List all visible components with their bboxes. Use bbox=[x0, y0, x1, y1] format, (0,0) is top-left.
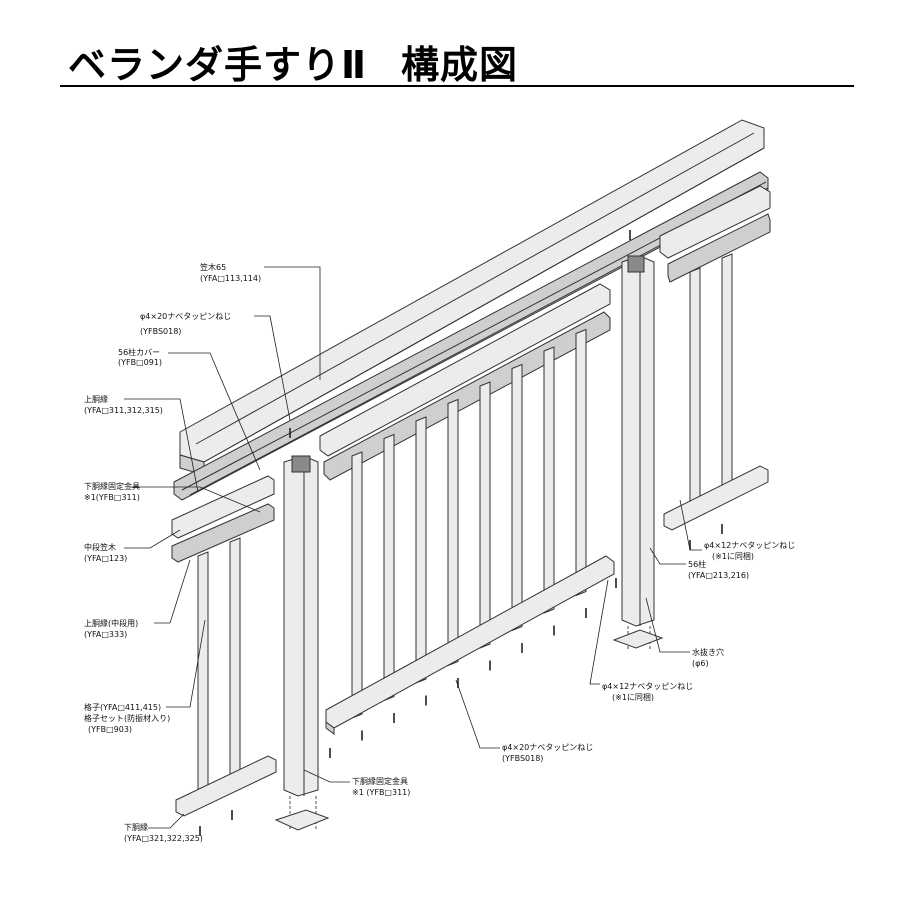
left-lattice-bars bbox=[197, 537, 241, 795]
title-main: ベランダ手すりⅡ bbox=[68, 43, 368, 87]
label-lattice-code: (YFB□903) bbox=[88, 725, 132, 734]
label-screw-bottom-code: (YFBS018) bbox=[502, 754, 543, 763]
label-bracket-top-code: ※1(YFB□311) bbox=[84, 493, 140, 502]
label-post-cover-name: 56柱カバー bbox=[118, 347, 160, 357]
label-bracket-bottom-code: ※1 (YFB□311) bbox=[352, 788, 410, 797]
label-screw-4x12-lower-name: φ4×12ナベタッピンねじ bbox=[602, 682, 693, 691]
lattice-bar bbox=[543, 346, 555, 614]
label-screw-4x12-upper-name: φ4×12ナベタッピンねじ bbox=[704, 541, 795, 550]
right-post bbox=[612, 255, 664, 650]
leader-lines bbox=[124, 266, 702, 829]
label-lower-rail-name: 下胴縁 bbox=[124, 822, 148, 832]
lattice-bar bbox=[415, 416, 427, 684]
center-lower-rail bbox=[325, 555, 615, 735]
label-middle-kasagi-name: 中段笠木 bbox=[84, 542, 116, 552]
right-lower-rail bbox=[663, 465, 769, 531]
label-drain-hole-code: (φ6) bbox=[692, 659, 709, 668]
label-screw-bottom-name: φ4×20ナベタッピンねじ bbox=[502, 743, 593, 752]
label-kasagi65-name: 笠木65 bbox=[200, 262, 226, 272]
upper-rail-channel bbox=[173, 171, 769, 501]
label-post-cover-code: (YFB□091) bbox=[118, 358, 162, 367]
label-screw-4x12-lower-code: (※1に同梱) bbox=[612, 692, 654, 702]
center-middle-kasagi bbox=[319, 283, 611, 481]
left-middle-kasagi bbox=[171, 475, 275, 563]
label-middle-kasagi-code: (YFA□123) bbox=[84, 554, 127, 563]
title-sub: 構成図 bbox=[401, 43, 519, 87]
right-middle-kasagi bbox=[659, 185, 771, 283]
label-lattice-name: 格子(YFA□411,415) bbox=[84, 702, 161, 712]
label-post56-code: (YFA□213,216) bbox=[688, 571, 749, 580]
label-upper-rail-name: 上胴縁 bbox=[84, 394, 108, 404]
label-upper-rail-middle-name: 上胴縁(中段用) bbox=[84, 618, 138, 628]
label-screw-4x12-upper-code: (※1に同梱) bbox=[712, 551, 754, 561]
label-lattice-name2: 格子セット(防振材入り) bbox=[84, 713, 170, 723]
label-bracket-top-name: 下胴縁固定金具 bbox=[84, 481, 140, 491]
label-post56-name: 56柱 bbox=[688, 559, 706, 569]
label-bracket-bottom-name: 下胴縁固定金具 bbox=[352, 776, 408, 786]
lattice-bar bbox=[447, 398, 459, 667]
title-underline bbox=[60, 85, 854, 87]
page-title: ベランダ手すりⅡ 構成図 bbox=[68, 34, 518, 89]
label-upper-rail-code: (YFA□311,312,315) bbox=[84, 406, 163, 415]
label-screw-top-code: (YFBS018) bbox=[140, 327, 181, 336]
part-labels: 笠木65 (YFA□113,114) φ4×20ナベタッピンねじ (YFBS01… bbox=[84, 262, 795, 843]
screws bbox=[199, 230, 723, 836]
lattice-bar bbox=[511, 363, 523, 632]
lattice-bar bbox=[575, 328, 587, 597]
right-lattice-bars bbox=[689, 253, 733, 509]
center-lattice-bars bbox=[351, 328, 587, 719]
label-upper-rail-middle-code: (YFA□333) bbox=[84, 630, 127, 639]
lattice-bar bbox=[383, 433, 395, 702]
label-screw-top-name: φ4×20ナベタッピンねじ bbox=[140, 312, 231, 321]
label-kasagi65-code: (YFA□113,114) bbox=[200, 274, 261, 283]
top-handrail bbox=[179, 119, 765, 476]
left-post bbox=[274, 455, 330, 831]
left-lower-rail bbox=[175, 755, 277, 817]
label-lower-rail-code: (YFA□321,322,325) bbox=[124, 834, 203, 843]
lattice-bar bbox=[351, 451, 363, 719]
lattice-bar bbox=[479, 381, 491, 649]
label-drain-hole-name: 水抜き穴 bbox=[692, 647, 724, 657]
